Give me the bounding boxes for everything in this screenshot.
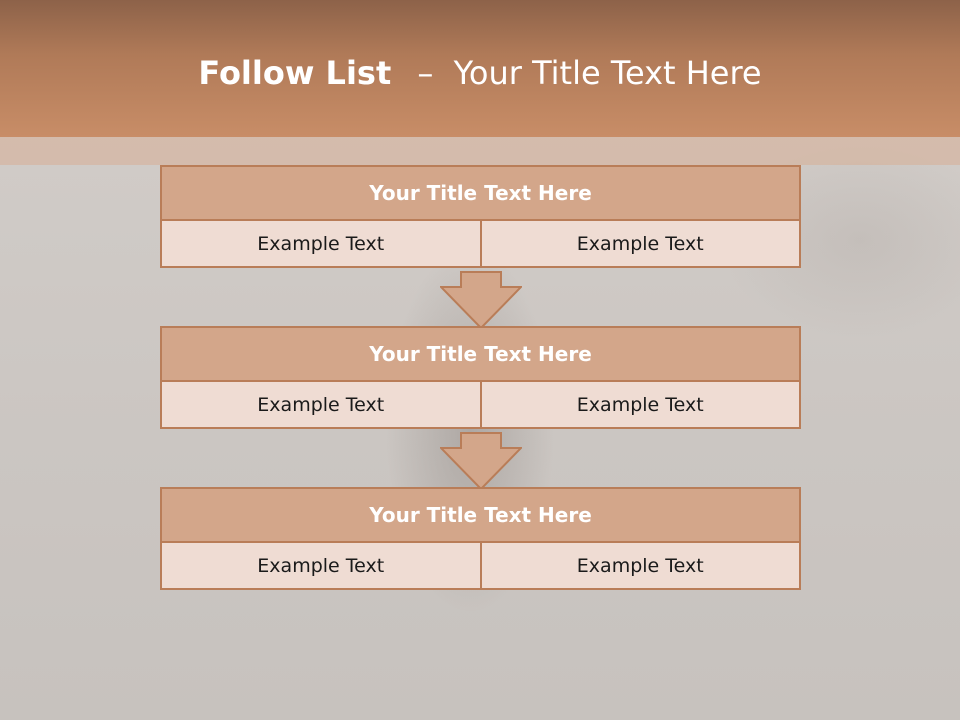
list-block-1: Your Title Text Here Example Text Exampl… <box>160 165 801 268</box>
list-block-row: Example Text Example Text <box>160 380 801 429</box>
arrow-down-icon <box>440 432 522 490</box>
list-block-title: Your Title Text Here <box>160 326 801 382</box>
slide-title: Follow List – Your Title Text Here <box>0 54 960 92</box>
list-block-cell-left: Example Text <box>160 380 482 429</box>
list-block-3: Your Title Text Here Example Text Exampl… <box>160 487 801 590</box>
list-block-cell-right: Example Text <box>479 219 801 268</box>
arrow-down-icon <box>440 271 522 329</box>
list-block-row: Example Text Example Text <box>160 541 801 590</box>
header-band <box>0 0 960 137</box>
slide-title-dash: – <box>417 54 434 92</box>
header-fade-band <box>0 137 960 165</box>
list-block-cell-right: Example Text <box>479 541 801 590</box>
list-block-row: Example Text Example Text <box>160 219 801 268</box>
list-block-title: Your Title Text Here <box>160 487 801 543</box>
slide-title-main: Follow List <box>198 54 392 92</box>
list-block-cell-left: Example Text <box>160 541 482 590</box>
list-block-2: Your Title Text Here Example Text Exampl… <box>160 326 801 429</box>
list-block-title: Your Title Text Here <box>160 165 801 221</box>
list-block-cell-right: Example Text <box>479 380 801 429</box>
list-block-cell-left: Example Text <box>160 219 482 268</box>
slide-title-rest: Your Title Text Here <box>453 54 762 92</box>
